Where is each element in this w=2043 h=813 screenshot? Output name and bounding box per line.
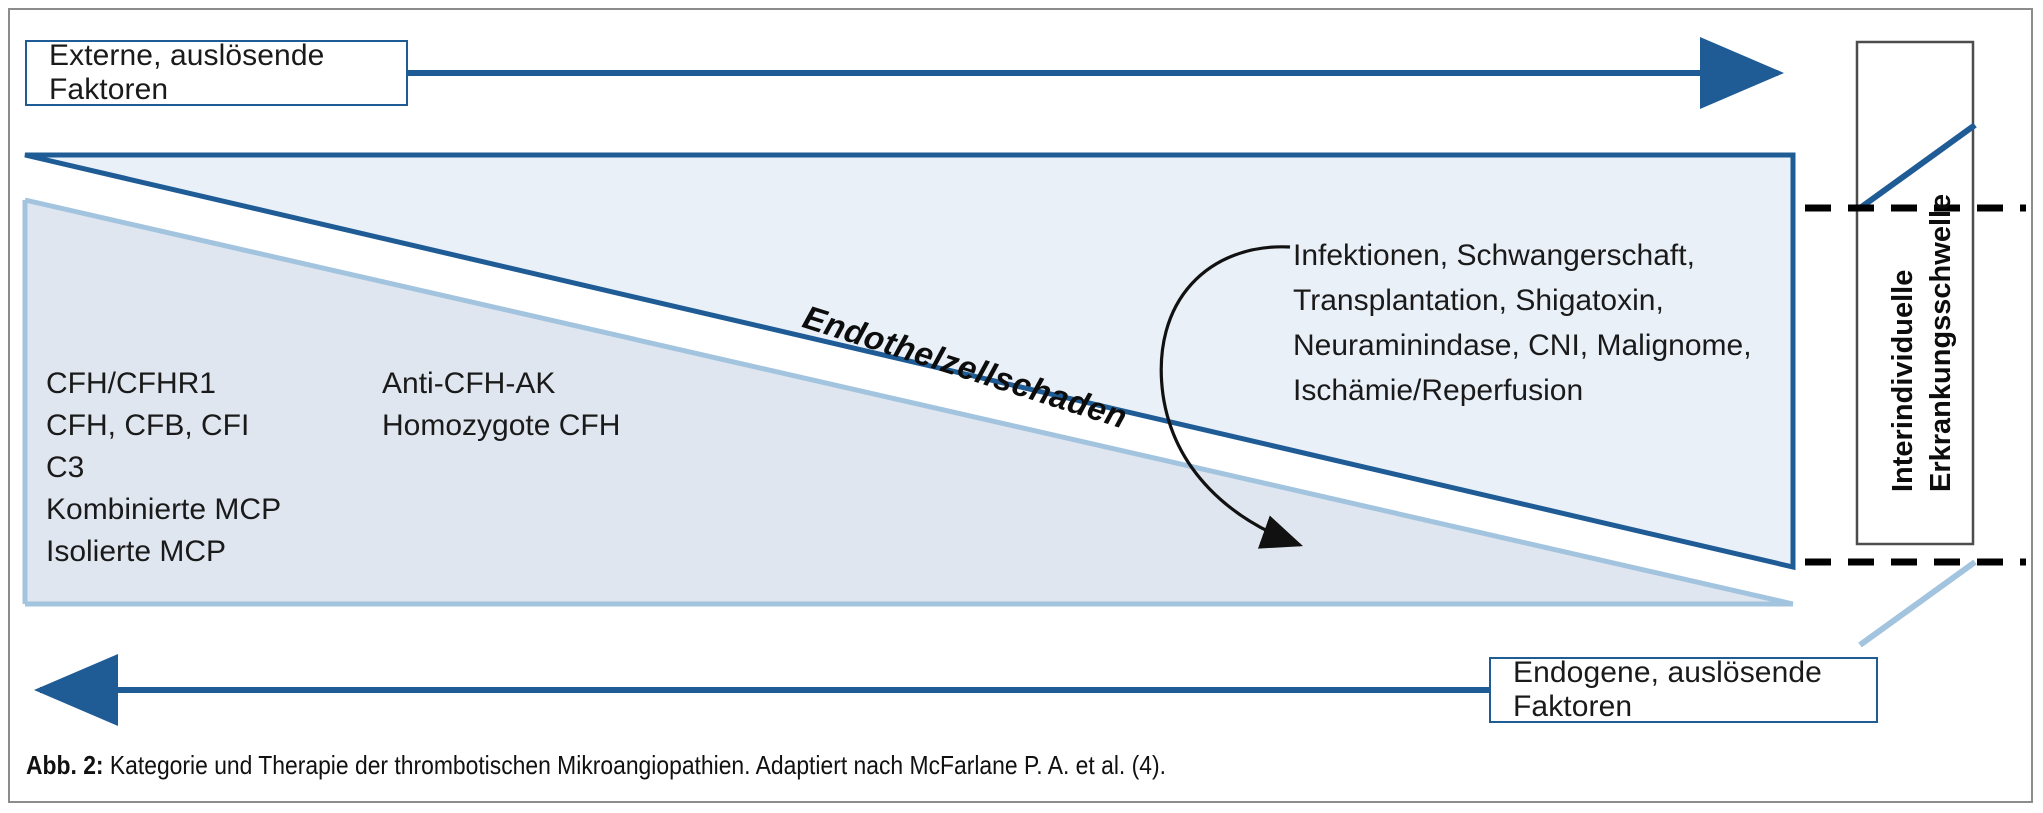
trigger-factors-list: Infektionen, Schwangerschaft, Transplant… [1293, 233, 1752, 413]
caption-text: Kategorie und Therapie der thrombotische… [103, 750, 1166, 780]
list-item: Ischämie/Reperfusion [1293, 374, 1584, 407]
list-item: C3 [46, 451, 85, 484]
threshold-label-line-2: Erkrankungsschwelle [1925, 193, 1957, 492]
list-item: Transplantation, Shigatoxin, [1293, 284, 1664, 317]
endogenous-factors-box[interactable]: Endogene, auslösende Faktoren [1489, 656, 1878, 723]
genetic-factors-column-1: CFH/CFHR1 CFH, CFB, CFI C3 Kombinierte M… [46, 363, 281, 573]
list-item: CFH, CFB, CFI [46, 409, 250, 442]
list-item: Homozygote CFH [382, 409, 621, 442]
list-item: Kombinierte MCP [46, 493, 282, 526]
list-item: Infektionen, Schwangerschaft, [1293, 239, 1695, 272]
list-item: Anti-CFH-AK [382, 367, 556, 400]
external-factors-label: Externe, auslösende Faktoren [49, 39, 325, 106]
list-item: Isolierte MCP [46, 535, 227, 568]
caption-prefix: Abb. 2: [26, 750, 104, 780]
external-factors-box[interactable]: Externe, auslösende Faktoren [25, 39, 408, 106]
list-item: CFH/CFHR1 [46, 367, 216, 400]
threshold-bar-label: Interindividuelle Erkrankungsschwelle [1884, 194, 1960, 492]
genetic-factors-column-2: Anti-CFH-AK Homozygote CFH [382, 363, 620, 447]
endogenous-factors-label: Endogene, auslösende Faktoren [1513, 656, 1822, 723]
list-item: Neuraminindase, CNI, Malignome, [1293, 329, 1752, 362]
figure-caption: Abb. 2: Kategorie und Therapie der throm… [26, 750, 1166, 781]
threshold-label-line-1: Interindividuelle [1887, 269, 1919, 492]
